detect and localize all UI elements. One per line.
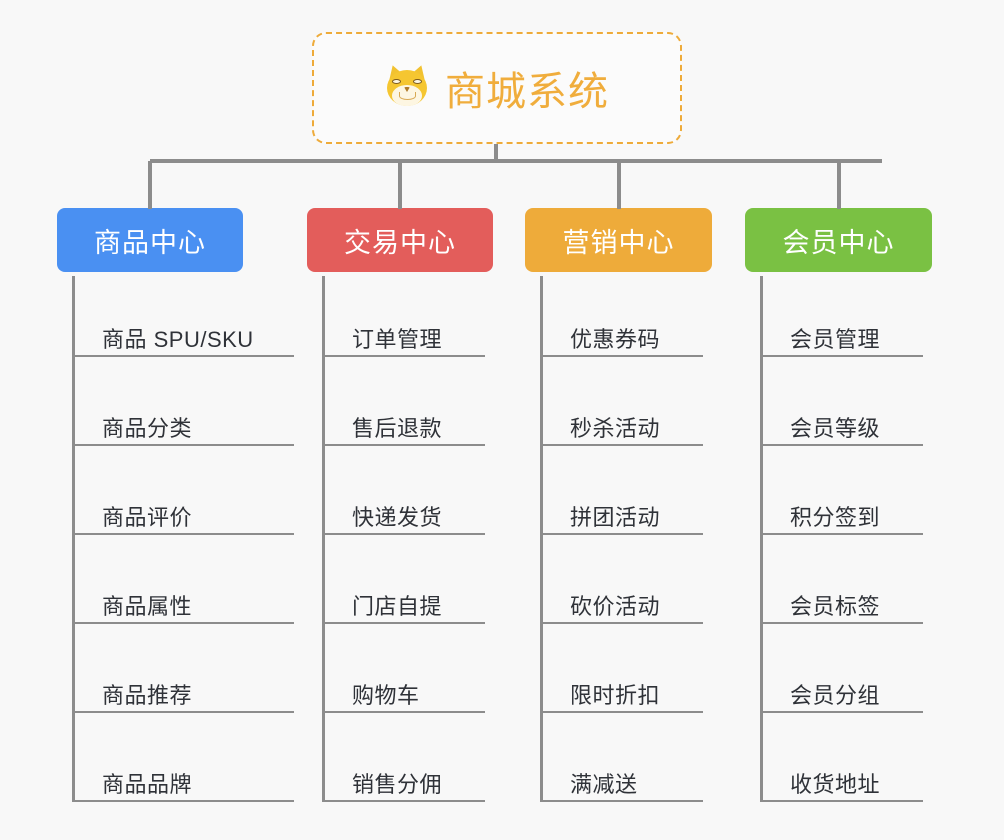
leaf-item[interactable]: 会员分组 [760, 667, 923, 713]
leaf-item-label: 商品 SPU/SKU [102, 326, 254, 352]
leaf-item-label: 优惠券码 [570, 326, 661, 352]
leaf-item[interactable]: 商品属性 [72, 578, 294, 624]
branch-drop-connector-4 [836, 161, 841, 209]
leaf-item-label: 快递发货 [352, 504, 443, 530]
leaf-item-label: 商品品牌 [102, 771, 193, 797]
category-label: 交易中心 [344, 227, 456, 258]
shiba-dog-face-icon [384, 62, 431, 111]
leaf-item-label: 积分签到 [790, 504, 881, 530]
leaf-item-label: 销售分佣 [352, 771, 443, 797]
leaf-item-label: 会员分组 [790, 682, 881, 708]
category-label: 营销中心 [562, 227, 675, 258]
leaf-item-label: 购物车 [352, 682, 420, 708]
leaf-item[interactable]: 订单管理 [322, 311, 485, 357]
leaf-item-label: 商品评价 [102, 504, 193, 530]
leaf-item-label: 满减送 [570, 771, 638, 797]
branch-drop-connector-2 [398, 161, 402, 209]
leaf-item[interactable]: 售后退款 [322, 400, 485, 446]
category-label: 商品中心 [94, 227, 206, 258]
leaf-item-label: 商品推荐 [102, 682, 193, 708]
leaf-item-label: 拼团活动 [570, 504, 661, 530]
category-node-2[interactable]: 交易中心 [307, 208, 493, 272]
leaf-item-label: 收货地址 [790, 771, 881, 797]
branch-drop-connector-3 [616, 161, 621, 209]
leaf-item[interactable]: 商品推荐 [72, 667, 294, 713]
leaf-item[interactable]: 商品 SPU/SKU [72, 311, 294, 357]
leaf-item-label: 会员等级 [790, 415, 881, 441]
leaf-item[interactable]: 会员等级 [760, 400, 923, 446]
root-node[interactable]: 商城系统 [312, 32, 682, 144]
leaf-item-label: 门店自提 [352, 593, 443, 619]
branch-spine-4 [760, 276, 763, 801]
leaf-item-label: 商品属性 [102, 593, 193, 619]
root-title: 商城系统 [445, 70, 609, 114]
leaf-item[interactable]: 优惠券码 [540, 311, 703, 357]
leaf-item-label: 商品分类 [102, 415, 193, 441]
category-node-1[interactable]: 商品中心 [57, 208, 243, 272]
leaf-item[interactable]: 积分签到 [760, 489, 923, 535]
leaf-item[interactable]: 销售分佣 [322, 756, 485, 802]
leaf-item[interactable]: 商品品牌 [72, 756, 294, 802]
leaf-item[interactable]: 商品分类 [72, 400, 294, 446]
leaf-item[interactable]: 拼团活动 [540, 489, 703, 535]
branch-drop-connector-1 [148, 161, 152, 209]
leaf-item[interactable]: 砍价活动 [540, 578, 703, 624]
leaf-item[interactable]: 秒杀活动 [540, 400, 703, 446]
leaf-item-label: 售后退款 [352, 415, 443, 441]
leaf-item[interactable]: 限时折扣 [540, 667, 703, 713]
leaf-item[interactable]: 快递发货 [322, 489, 485, 535]
branch-spine-1 [72, 276, 75, 801]
branch-spine-3 [540, 276, 543, 801]
branch-spine-2 [322, 276, 325, 801]
leaf-item-label: 秒杀活动 [570, 415, 661, 441]
leaf-item-label: 会员管理 [790, 326, 881, 352]
leaf-item[interactable]: 会员管理 [760, 311, 923, 357]
leaf-item[interactable]: 收货地址 [760, 756, 923, 802]
leaf-item[interactable]: 满减送 [540, 756, 703, 802]
leaf-item-label: 砍价活动 [570, 593, 661, 619]
leaf-item[interactable]: 商品评价 [72, 489, 294, 535]
leaf-item[interactable]: 会员标签 [760, 578, 923, 624]
leaf-item-label: 订单管理 [352, 326, 443, 352]
category-label: 会员中心 [782, 227, 895, 258]
category-node-3[interactable]: 营销中心 [525, 208, 712, 272]
leaf-item[interactable]: 门店自提 [322, 578, 485, 624]
horizontal-bus-connector [150, 159, 882, 163]
leaf-item[interactable]: 购物车 [322, 667, 485, 713]
leaf-item-label: 会员标签 [790, 593, 881, 619]
leaf-item-label: 限时折扣 [570, 682, 661, 708]
root-stem-connector [494, 144, 498, 162]
category-node-4[interactable]: 会员中心 [745, 208, 932, 272]
